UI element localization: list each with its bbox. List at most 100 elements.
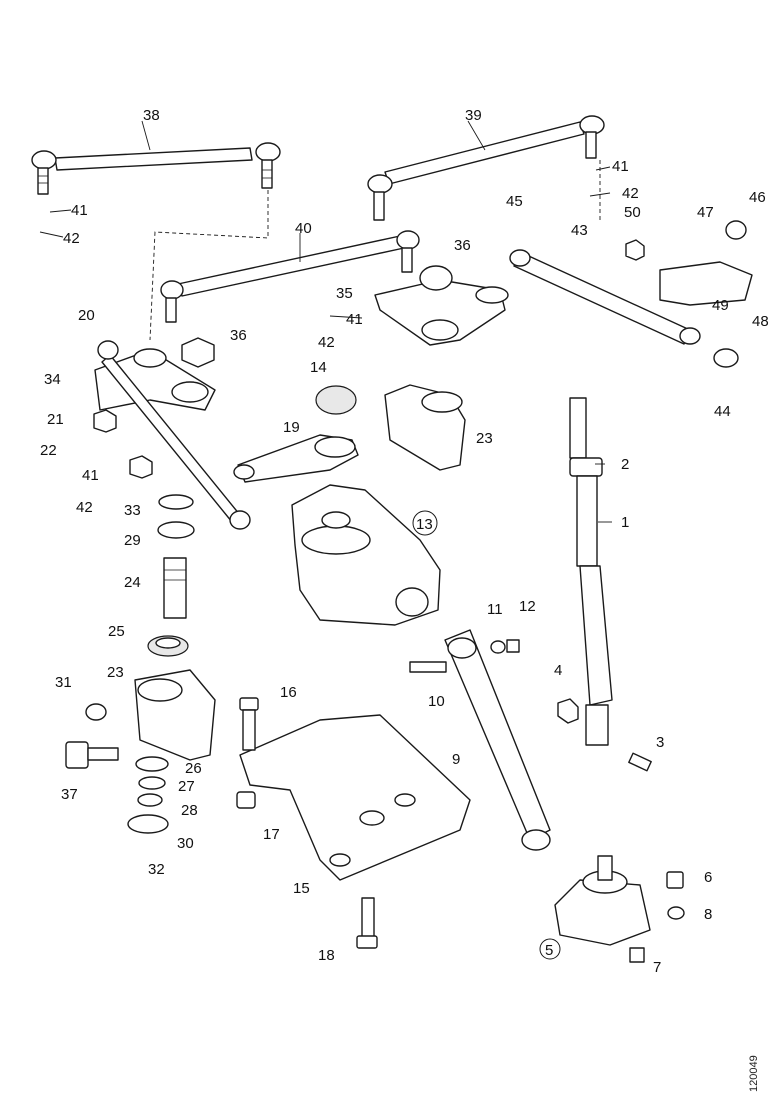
callout-13: 13 bbox=[416, 516, 433, 533]
steering-gear-13 bbox=[291, 484, 441, 626]
callout-42-a: 42 bbox=[63, 230, 80, 247]
callout-43: 43 bbox=[571, 222, 588, 239]
callout-10: 10 bbox=[428, 693, 445, 710]
bolt-18 bbox=[356, 897, 378, 949]
bracket-48 bbox=[659, 261, 753, 306]
seal-29 bbox=[157, 521, 195, 539]
pitman-arm-19 bbox=[233, 434, 359, 483]
callout-labels: 1 2 3 4 5 6 7 8 9 10 11 12 13 14 15 16 1… bbox=[40, 107, 769, 976]
callout-8: 8 bbox=[704, 906, 712, 923]
callout-27: 27 bbox=[178, 778, 195, 795]
callout-25: 25 bbox=[108, 623, 125, 640]
steering-arm-34 bbox=[94, 348, 216, 411]
callout-23-left: 23 bbox=[107, 664, 124, 681]
knuckle-23-left bbox=[134, 669, 216, 761]
callout-49: 49 bbox=[712, 297, 729, 314]
callout-45: 45 bbox=[506, 193, 523, 210]
bearing-25 bbox=[147, 635, 189, 657]
callout-30: 30 bbox=[177, 835, 194, 852]
cross-rod bbox=[97, 340, 251, 530]
reference-code: 120049 bbox=[748, 1055, 760, 1092]
leader-lines bbox=[39, 120, 612, 523]
callout-33: 33 bbox=[124, 502, 141, 519]
callout-4: 4 bbox=[554, 662, 562, 679]
drag-link-40 bbox=[160, 230, 420, 323]
tie-rod-38 bbox=[31, 142, 281, 195]
plug-31 bbox=[85, 703, 107, 721]
callout-2: 2 bbox=[621, 456, 629, 473]
nut-46 bbox=[725, 220, 747, 240]
callout-1: 1 bbox=[621, 514, 629, 531]
callout-26: 26 bbox=[185, 760, 202, 777]
callout-13-ring bbox=[412, 510, 438, 536]
callout-6: 6 bbox=[704, 869, 712, 886]
callout-29: 29 bbox=[124, 532, 141, 549]
callout-42-d: 42 bbox=[76, 499, 93, 516]
callout-36-left: 36 bbox=[230, 327, 247, 344]
intermediate-shaft-9 bbox=[444, 629, 551, 851]
bolt-10 bbox=[409, 661, 447, 673]
callout-18: 18 bbox=[318, 947, 335, 964]
kingpin-24 bbox=[163, 557, 187, 619]
callout-24: 24 bbox=[124, 574, 141, 591]
callout-37: 37 bbox=[61, 786, 78, 803]
nut-41-left bbox=[129, 455, 153, 479]
tie-rod-39 bbox=[367, 115, 605, 221]
assembly-line bbox=[149, 190, 269, 341]
callout-21: 21 bbox=[47, 411, 64, 428]
callout-31: 31 bbox=[55, 674, 72, 691]
callout-20: 20 bbox=[78, 307, 95, 324]
nut-4 bbox=[557, 698, 579, 724]
callout-9: 9 bbox=[452, 751, 460, 768]
callout-17: 17 bbox=[263, 826, 280, 843]
ring-26 bbox=[135, 756, 169, 772]
callout-46: 46 bbox=[749, 189, 766, 206]
callout-38: 38 bbox=[143, 107, 160, 124]
bracket-15 bbox=[239, 714, 471, 881]
gearbox-5 bbox=[554, 855, 651, 946]
nut-11 bbox=[490, 640, 506, 654]
callout-41-a: 41 bbox=[71, 202, 88, 219]
callout-35: 35 bbox=[336, 285, 353, 302]
ring-28 bbox=[137, 793, 163, 807]
callout-23-right: 23 bbox=[476, 430, 493, 447]
callout-42-c: 42 bbox=[318, 334, 335, 351]
callout-40: 40 bbox=[295, 220, 312, 237]
steering-column-1 bbox=[569, 397, 613, 746]
callout-32: 32 bbox=[148, 861, 165, 878]
callout-41-c: 41 bbox=[346, 311, 363, 328]
bolt-37 bbox=[65, 741, 119, 769]
callout-47: 47 bbox=[697, 204, 714, 221]
callout-28: 28 bbox=[181, 802, 198, 819]
callout-16: 16 bbox=[280, 684, 297, 701]
nut-7 bbox=[629, 947, 645, 963]
callout-3: 3 bbox=[656, 734, 664, 751]
callout-48: 48 bbox=[752, 313, 769, 330]
nut-36-right bbox=[419, 265, 453, 291]
callout-11: 11 bbox=[487, 601, 503, 618]
callout-7: 7 bbox=[653, 959, 661, 976]
nut-12 bbox=[506, 639, 520, 653]
callout-42-b: 42 bbox=[622, 185, 639, 202]
ring-27 bbox=[138, 776, 166, 790]
bolt-6 bbox=[666, 871, 684, 889]
nut-21 bbox=[93, 409, 117, 433]
spacer-17 bbox=[236, 791, 256, 809]
nut-36-left bbox=[181, 337, 215, 368]
callout-14: 14 bbox=[310, 359, 327, 376]
callout-50: 50 bbox=[624, 204, 641, 221]
callout-44: 44 bbox=[714, 403, 731, 420]
washer-33 bbox=[158, 494, 194, 510]
callout-5-ring bbox=[539, 938, 561, 960]
knuckle-23-right bbox=[384, 384, 466, 471]
callout-36-right: 36 bbox=[454, 237, 471, 254]
callout-12: 12 bbox=[519, 598, 536, 615]
washer-8 bbox=[667, 906, 685, 920]
bolt-3 bbox=[628, 752, 652, 772]
nut-50 bbox=[625, 239, 645, 261]
bearing-14 bbox=[315, 385, 357, 415]
callout-5: 5 bbox=[545, 942, 553, 959]
cover-30 bbox=[127, 814, 169, 834]
callout-41-b: 41 bbox=[612, 158, 629, 175]
